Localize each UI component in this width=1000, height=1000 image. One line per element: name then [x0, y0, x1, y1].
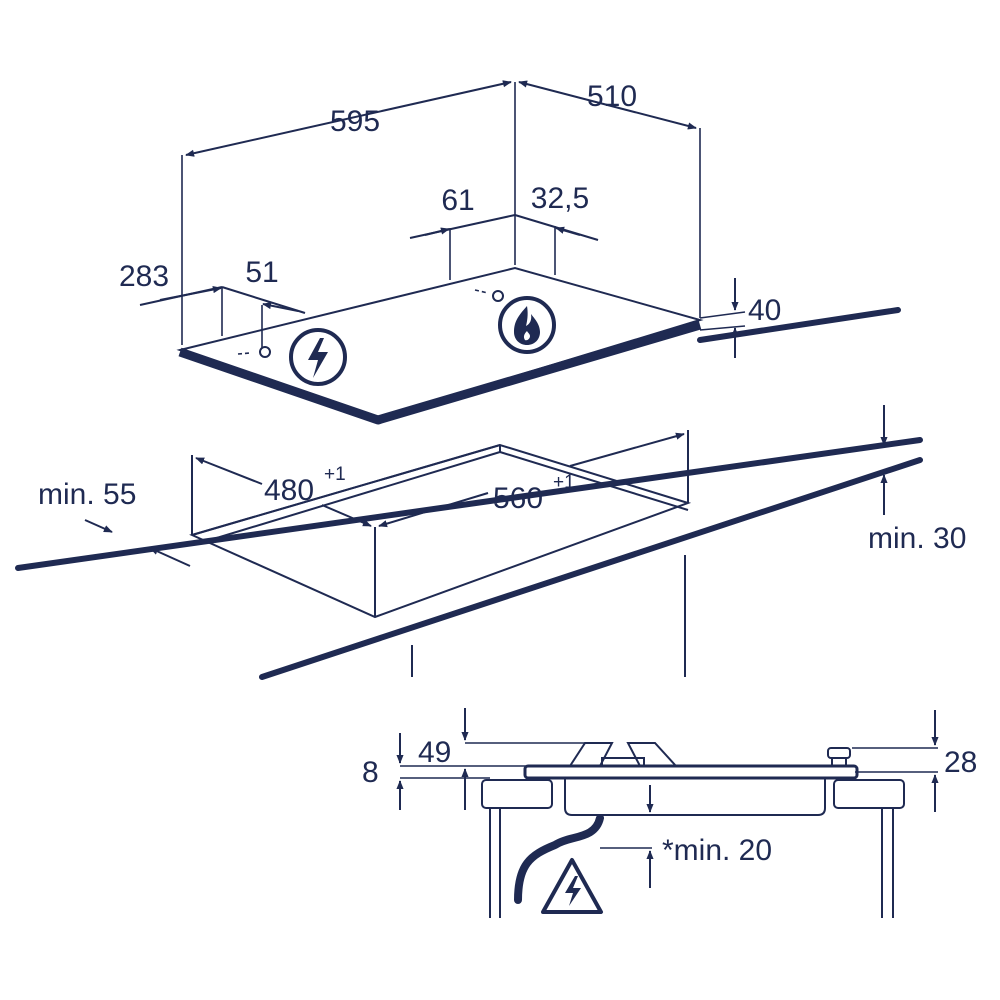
label-min-20: *min. 20: [662, 834, 772, 867]
worktop-back-edge: [697, 307, 901, 343]
label-8: 8: [362, 756, 379, 789]
worktop-top-edge: [15, 437, 923, 571]
label-28: 28: [944, 746, 977, 779]
label-min-30: min. 30: [868, 522, 966, 555]
hob-front-edge: [178, 320, 702, 425]
label-32-5: 32,5: [531, 182, 589, 215]
label-min-55: min. 55: [38, 478, 136, 511]
gas-flame-icon: [498, 296, 556, 354]
side-view: [396, 708, 939, 918]
electric-connection-icon: [289, 328, 347, 386]
hob-top-view: [139, 80, 901, 425]
label-283: 283: [119, 260, 169, 293]
label-480-tolerance: +1: [324, 464, 346, 485]
label-49: 49: [418, 736, 451, 769]
dimension-labels: 595 510 61 32,5 283 51 40 480 +1 560 +1 …: [38, 80, 977, 867]
label-560: 560: [493, 482, 543, 515]
electric-warning-icon: [541, 858, 603, 914]
label-510: 510: [587, 80, 637, 113]
label-560-tolerance: +1: [553, 472, 575, 493]
worktop-cutout: [15, 405, 923, 680]
label-40: 40: [748, 294, 781, 327]
label-51: 51: [245, 256, 278, 289]
label-480: 480: [264, 474, 314, 507]
label-595: 595: [330, 105, 380, 138]
hob-plate: [176, 266, 704, 420]
label-61: 61: [441, 184, 474, 217]
